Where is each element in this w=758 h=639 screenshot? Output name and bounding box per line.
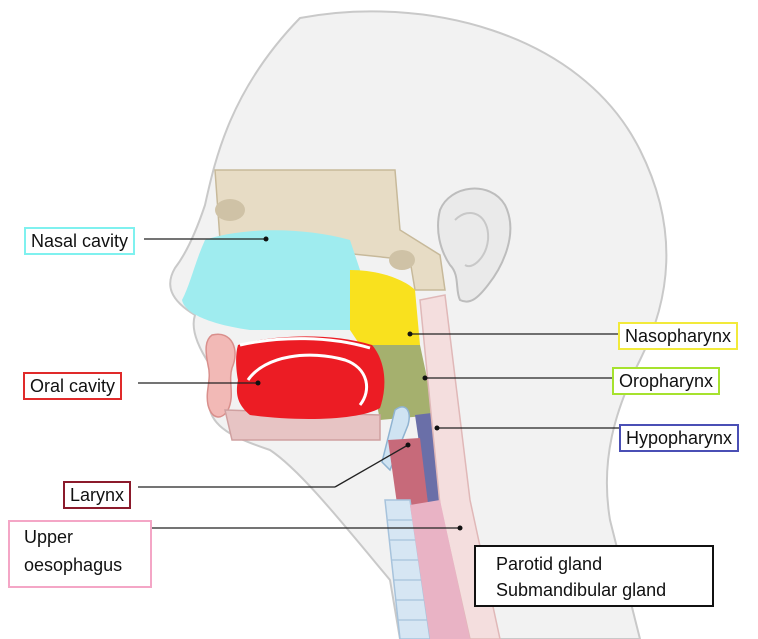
label-nasal-cavity-text: Nasal cavity (31, 231, 128, 251)
label-parotid-gland: Parotid gland (496, 553, 692, 575)
sphenoid-sinus (389, 250, 415, 270)
label-larynx: Larynx (63, 481, 131, 509)
label-nasopharynx-text: Nasopharynx (625, 326, 731, 346)
label-oral-cavity: Oral cavity (23, 372, 122, 400)
label-nasal-cavity: Nasal cavity (24, 227, 135, 255)
label-larynx-text: Larynx (70, 485, 124, 505)
label-upper-oesophagus-line2: oesophagus (24, 554, 136, 576)
label-glands: Parotid gland Submandibular gland (474, 545, 714, 607)
label-hypopharynx: Hypopharynx (619, 424, 739, 452)
label-upper-oesophagus: Upper oesophagus (8, 520, 152, 588)
label-hypopharynx-text: Hypopharynx (626, 428, 732, 448)
label-submandibular-gland: Submandibular gland (496, 579, 692, 601)
oral-cavity-region (236, 336, 384, 419)
label-oral-cavity-text: Oral cavity (30, 376, 115, 396)
label-oropharynx-text: Oropharynx (619, 371, 713, 391)
label-nasopharynx: Nasopharynx (618, 322, 738, 350)
lips (206, 334, 235, 417)
nasal-cavity-region (182, 230, 360, 330)
frontal-sinus (215, 199, 245, 221)
label-oropharynx: Oropharynx (612, 367, 720, 395)
label-upper-oesophagus-line1: Upper (24, 526, 136, 548)
